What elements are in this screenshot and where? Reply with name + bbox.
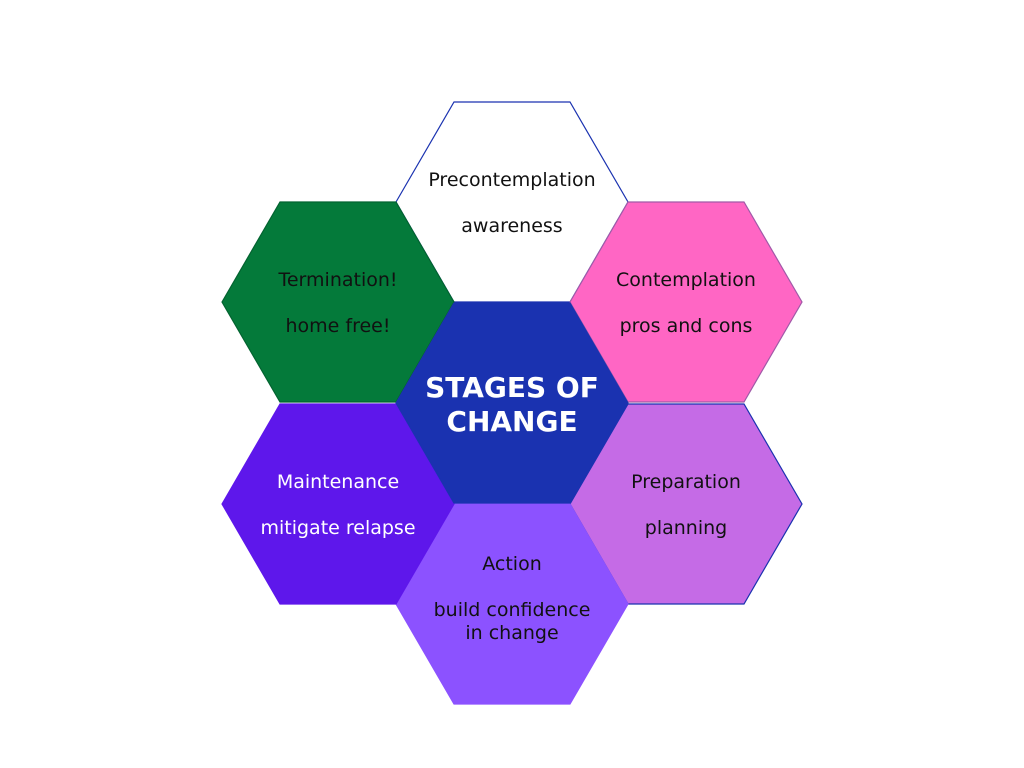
stage-detail-preparation: planning (645, 517, 727, 539)
stage-label-action: Action (482, 553, 542, 575)
hex-termination (221, 201, 455, 403)
stage-detail-contemplation: pros and cons (620, 315, 753, 337)
stage-detail-maintenance: mitigate relapse (260, 517, 415, 539)
center-title-line-2: CHANGE (446, 405, 577, 438)
stage-label-maintenance: Maintenance (277, 471, 399, 493)
stage-label-contemplation: Contemplation (616, 269, 756, 291)
center-title-line-1: STAGES OF (425, 371, 599, 404)
stage-detail-termination: home free! (286, 315, 391, 337)
hex-center (395, 302, 629, 504)
stage-detail-action: build confidence (434, 599, 591, 621)
stage-label-precontemplation: Precontemplation (428, 169, 595, 191)
stage-label-preparation: Preparation (631, 471, 741, 493)
hex-maintenance (221, 403, 455, 605)
stage-detail-precontemplation: awareness (461, 215, 562, 237)
stage-detail-action-2: in change (465, 622, 558, 644)
stage-label-termination: Termination! (277, 269, 397, 291)
